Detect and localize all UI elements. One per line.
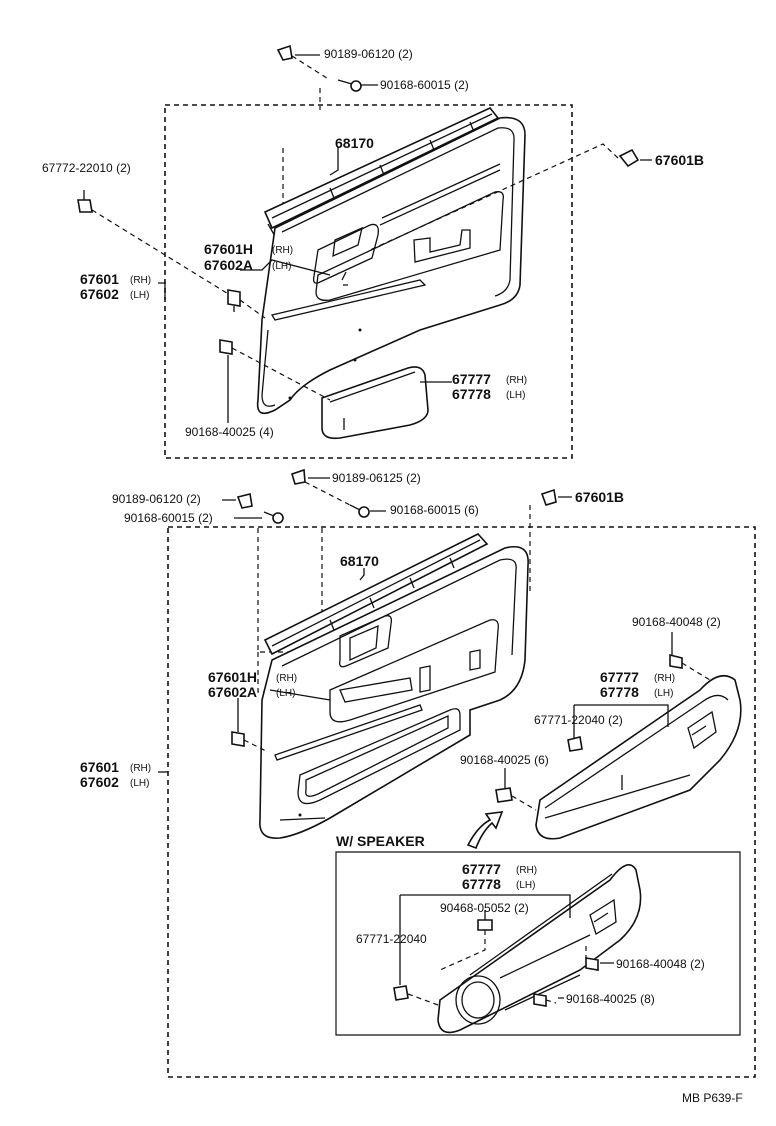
screw-icon [337,79,362,92]
door-panel [259,546,529,839]
clip-icon [291,468,306,485]
lower-panel-lh-side: (LH) [130,778,149,789]
lower-inner-h-side: (RH) [276,673,297,684]
speaker-pocket-lh-label: 67778 [462,876,501,892]
speaker-screw-right-label: 90168-40048 (2) [616,957,705,971]
upper-clip-top-label: 90189-06120 (2) [324,47,413,61]
upper-inner-h-side: (RH) [272,245,293,256]
lower-pocket-rh-side: (RH) [654,673,675,684]
clip-67601b-icon [540,488,557,506]
upper-screw-bottom-label: 90168-40025 (4) [185,425,274,439]
upper-inner-h-label: 67601H [204,241,253,257]
speaker-pocket-lh-side: (LH) [516,880,535,891]
diagram-code: MB P639-F [682,1091,743,1105]
nut-icon [477,919,493,931]
upper-clip-left-label: 67772-22010 (2) [42,161,131,175]
upper-panel-rh-side: (RH) [130,275,151,286]
lower-panel-rh-label: 67601 [80,759,119,775]
upper-panel-lh-side: (LH) [130,290,149,301]
speaker-title: W/ SPEAKER [336,833,425,849]
lower-retainer-label: 68170 [340,553,379,569]
lower-pocket-lh-label: 67778 [600,684,639,700]
speaker-nut-label: 90468-05052 (2) [440,901,529,915]
lower-clip-top-label: 90189-06125 (2) [332,471,421,485]
lower-screw-left-label: 90168-60015 (2) [124,511,213,525]
upper-pocket-rh-side: (RH) [506,375,527,386]
screw-pocket-icon [669,653,683,669]
door-panel [256,116,526,415]
upper-panel-lh-label: 67602 [80,286,119,302]
lower-panel-rh-side: (RH) [130,763,151,774]
lower-pocket-lh-side: (LH) [654,688,673,699]
speaker-screw-bottom-icon [533,993,547,1007]
screw-icon [263,511,284,524]
upper-screw-top-label: 90168-60015 (2) [380,78,469,92]
clip-icon [236,493,253,509]
door-pocket [535,674,742,840]
speaker-bracket-screw-icon [393,985,409,1001]
door-pocket [321,366,429,440]
bracket-screw-icon [567,736,583,752]
bolt-icon [227,289,241,312]
lower-inner-a-side: (LH) [276,688,295,699]
upper-panel-rh-label: 67601 [80,271,119,287]
speaker-pocket-rh-label: 67777 [462,861,501,877]
upper-retainer-label: 68170 [335,135,374,151]
lower-inner-h-label: 67601H [208,669,257,685]
lower-panel-lh-label: 67602 [80,774,119,790]
screw-bottom-icon [495,787,513,803]
clip-67601b-icon [618,148,640,168]
upper-inner-a-side: (LH) [272,261,291,272]
speaker-screw-bottom-label: 90168-40025 (8) [566,992,655,1006]
speaker-screw-right-icon [585,957,599,971]
lower-inner-a-label: 67602A [208,684,257,700]
screw-icon [349,504,370,518]
upper-pocket-rh-label: 67777 [452,371,491,387]
upper-assembly [77,44,652,459]
lower-bracket-label: 67771-22040 (2) [534,713,623,727]
lower-assembly [158,468,756,1078]
upper-pocket-lh-side: (LH) [506,390,525,401]
clip-left-icon [77,190,93,213]
speaker-pocket-rh-side: (RH) [516,865,537,876]
speaker-bracket-label: 67771-22040 [356,932,427,946]
arrow-icon [466,811,504,850]
lower-screw-top-label: 90168-60015 (6) [390,503,479,517]
upper-pocket-lh-label: 67778 [452,386,491,402]
upper-inner-a-label: 67602A [204,257,253,273]
lower-clip-left-label: 90189-06120 (2) [112,492,201,506]
lower-screw-bottom-label: 90168-40025 (6) [460,753,549,767]
speaker-pocket [437,864,642,1034]
upper-clip-right-label: 67601B [655,152,704,168]
lower-screw-pocket-label: 90168-40048 (2) [632,615,721,629]
lower-pocket-rh-label: 67777 [600,669,639,685]
retainer-strip [263,533,489,656]
lower-clip-right-label: 67601B [575,489,624,505]
bolt-icon [231,731,245,747]
screw-bottom-icon [219,339,233,355]
clip-icon [276,44,293,61]
